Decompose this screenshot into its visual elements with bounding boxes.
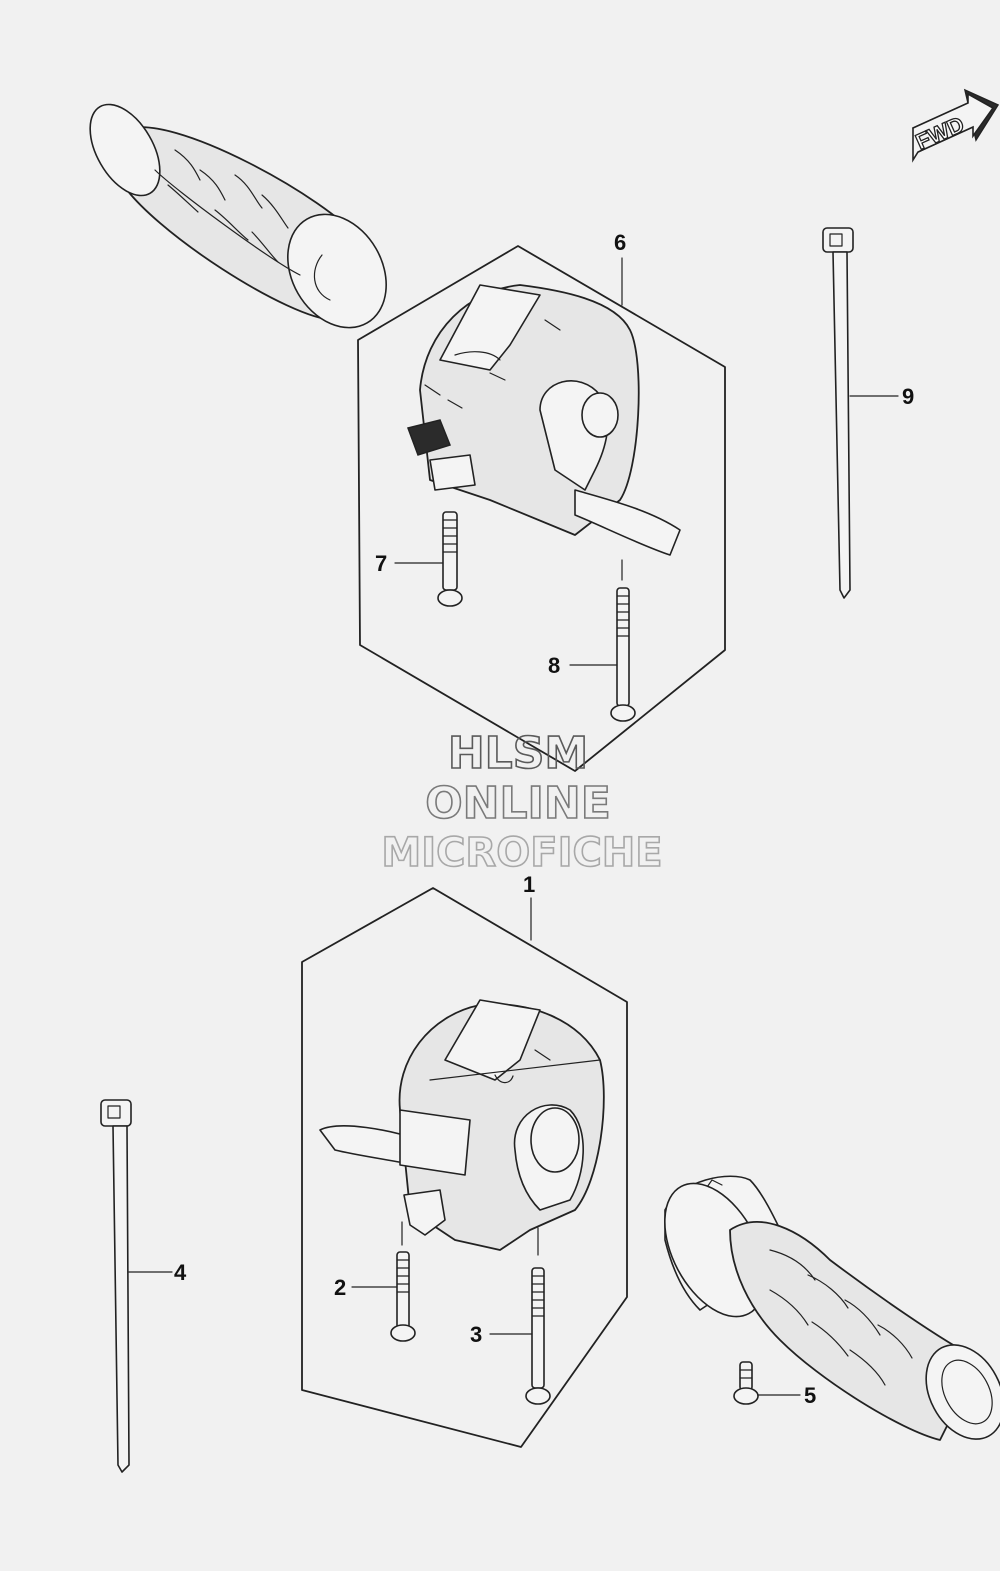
right-handlebar-switch: [319, 999, 605, 1251]
callout-3: 3: [470, 1322, 482, 1347]
left-handlebar-switch: [407, 284, 681, 556]
callout-8: 8: [548, 653, 560, 678]
assembly-frame-6: [357, 245, 726, 772]
watermark-line1: HLSM: [448, 728, 588, 779]
callout-4: 4: [174, 1260, 187, 1285]
fwd-arrow-icon: FWD: [911, 88, 1000, 163]
watermark: HLSM ONLINE MICROFICHE: [381, 727, 664, 877]
callout-5: 5: [804, 1383, 816, 1408]
cable-tie-9: [822, 227, 854, 599]
callout-9: 9: [902, 384, 914, 409]
left-handlebar-grip: [89, 103, 387, 329]
watermark-line3: MICROFICHE: [381, 830, 662, 876]
screw-5: [733, 1361, 759, 1405]
screw-2: [390, 1251, 416, 1342]
watermark-line2: ONLINE: [425, 778, 611, 829]
assembly-frame-1: [301, 887, 628, 1448]
callout-1: 1: [523, 872, 535, 897]
screw-7: [437, 511, 463, 607]
cable-tie-4: [100, 1099, 132, 1473]
right-handlebar-grip: [664, 1175, 1000, 1441]
callout-7: 7: [375, 551, 387, 576]
callout-2: 2: [334, 1275, 346, 1300]
screw-8: [610, 587, 636, 722]
callout-6: 6: [614, 230, 626, 255]
screw-3: [525, 1267, 551, 1405]
